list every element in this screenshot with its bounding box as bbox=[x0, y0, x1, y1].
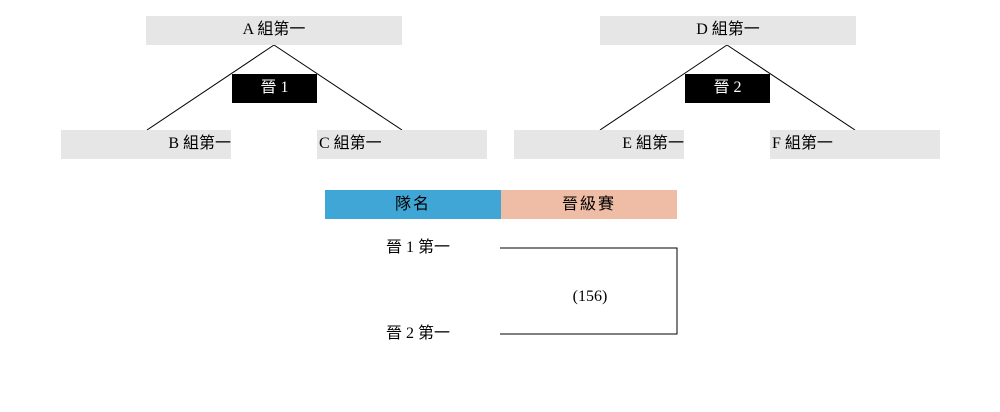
group1-top-label: A 組第一 bbox=[242, 21, 306, 38]
match-team1-label: 晉 1 第一 bbox=[385, 239, 450, 256]
group1-badge-label: 晉 1 bbox=[260, 79, 289, 96]
group1-line-left bbox=[146, 44, 275, 131]
match-team2-label: 晉 2 第一 bbox=[385, 325, 450, 342]
group2-top-label: D 組第一 bbox=[696, 21, 760, 38]
group2-line-left bbox=[599, 44, 728, 131]
header-stage-label: 晉級賽 bbox=[561, 196, 616, 213]
group2-top-box: D 組第一 bbox=[600, 16, 856, 45]
group2-right-label: F 組第一 bbox=[772, 135, 833, 152]
group2-badge-label: 晉 2 bbox=[713, 79, 742, 96]
group1-left-box: B 組第一 bbox=[61, 130, 231, 159]
header-stage: 晉級賽 bbox=[501, 190, 677, 219]
group2-left-label: E 組第一 bbox=[622, 135, 684, 152]
bracket-line bbox=[500, 247, 678, 335]
match-team2: 晉 2 第一 bbox=[330, 324, 450, 344]
group2-left-box: E 組第一 bbox=[514, 130, 684, 159]
header-team: 隊名 bbox=[325, 190, 501, 219]
group1-badge: 晉 1 bbox=[232, 74, 317, 103]
match-team1: 晉 1 第一 bbox=[330, 238, 450, 258]
group1-right-label: C 組第一 bbox=[319, 135, 382, 152]
header-team-label: 隊名 bbox=[394, 196, 431, 213]
group1-top-box: A 組第一 bbox=[146, 16, 402, 45]
group1-line-right bbox=[273, 44, 403, 131]
match-game-number-label: (156) bbox=[572, 288, 608, 305]
group1-left-label: B 組第一 bbox=[168, 135, 231, 152]
group2-line-right bbox=[726, 44, 856, 131]
group1-right-box: C 組第一 bbox=[317, 130, 487, 159]
group2-right-box: F 組第一 bbox=[770, 130, 940, 159]
match-game-number: (156) bbox=[540, 287, 640, 307]
group2-badge: 晉 2 bbox=[685, 74, 770, 103]
